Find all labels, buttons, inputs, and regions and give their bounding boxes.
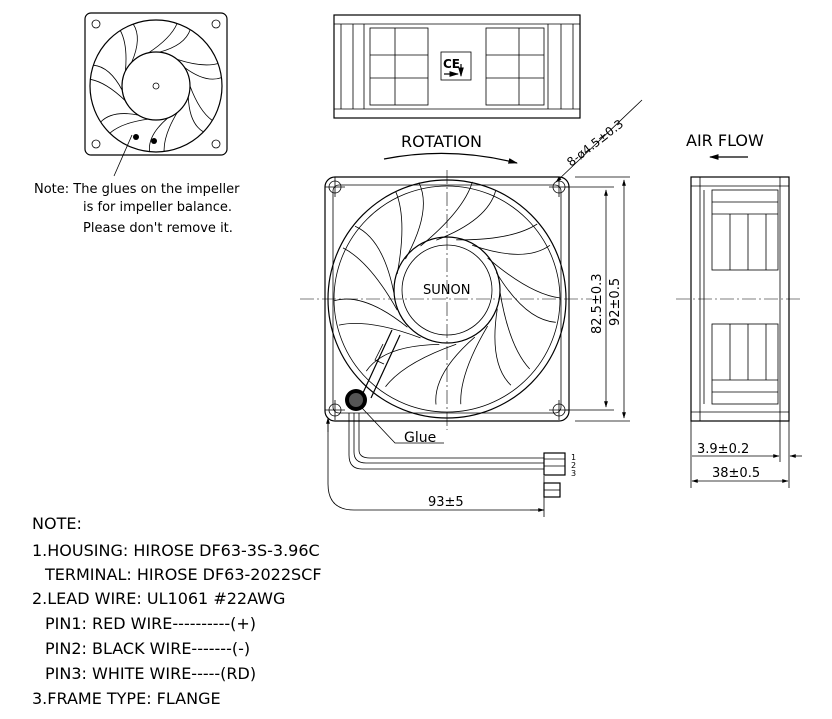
dim-92-label: 92±0.5 — [608, 278, 623, 326]
note-line: 1.HOUSING: HIROSE DF63-3S-3.96C — [32, 541, 320, 560]
rotation-label: ROTATION — [401, 132, 482, 151]
impeller-detail-view — [84, 12, 228, 177]
pin-3-label: 3 — [571, 469, 576, 478]
pin-1-label: 1 — [571, 453, 576, 462]
air-flow-label: AIR FLOW — [686, 131, 764, 150]
note-line: 2.LEAD WIRE: UL1061 #22AWG — [32, 589, 285, 608]
top-edge-view: CE — [333, 14, 581, 119]
impeller-note-line: Note: The glues on the impeller — [34, 182, 240, 197]
notes-block: NOTE: 1.HOUSING: HIROSE DF63-3S-3.96C TE… — [32, 514, 322, 708]
side-view: AIR FLOW 3.9±0.2 — [676, 131, 802, 488]
impeller-note-line: Please don't remove it. — [83, 221, 233, 236]
pin-2-label: 2 — [571, 461, 576, 470]
note-line: NOTE: — [32, 514, 82, 533]
hole-spec-label: 8-ø4.5±0.3 — [564, 117, 626, 170]
dim-3-9-label: 3.9±0.2 — [697, 442, 749, 457]
dim-93-label: 93±5 — [428, 495, 464, 510]
note-line: 3.FRAME TYPE: FLANGE — [32, 689, 221, 708]
note-line: TERMINAL: HIROSE DF63-2022SCF — [44, 565, 322, 584]
note-line: PIN2: BLACK WIRE-------(-) — [45, 639, 250, 658]
glue-label: Glue — [404, 430, 436, 446]
note-line: PIN1: RED WIRE----------(+) — [45, 614, 256, 633]
impeller-note: Note: The glues on the impeller is for i… — [34, 182, 240, 236]
dim-38-label: 38±0.5 — [712, 466, 760, 481]
note-line: PIN3: WHITE WIRE-----(RD) — [45, 664, 256, 683]
front-view: ROTATION SUNON Glue — [300, 99, 643, 517]
ce-mark: CE — [443, 57, 460, 71]
dim-82-5-label: 82.5±0.3 — [590, 273, 605, 334]
impeller-note-line: is for impeller balance. — [83, 200, 232, 215]
